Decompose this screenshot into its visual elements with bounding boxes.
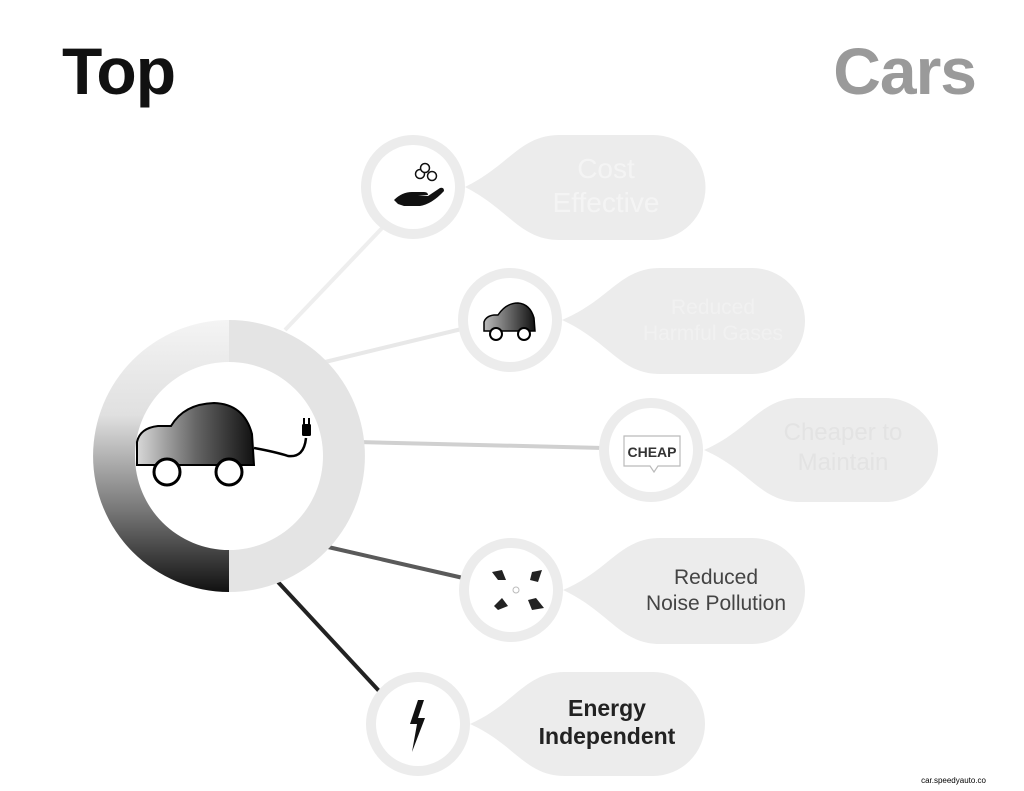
connector-energy [276, 580, 382, 694]
benefit-cost-effective-line-2: Effective [553, 187, 660, 218]
benefit-cost-effective: Cost Effective [361, 135, 706, 240]
footer-credit: car.speedyauto.co [921, 776, 986, 785]
benefit-energy-independent-line-2: Independent [539, 723, 676, 749]
hand-with-coins-icon [394, 162, 444, 206]
lightning-bolt-icon [410, 700, 425, 752]
benefit-reduced-harmful-gases-line-2: Harmful Gases [643, 322, 783, 345]
benefit-cost-effective-line-1: Cost [577, 153, 635, 184]
car-icon [483, 302, 536, 341]
electric-car-with-plug-icon [136, 401, 311, 487]
benefit-reduced-noise-pollution: Reduced Noise Pollution [459, 538, 805, 644]
benefit-reduced-noise-pollution-line-2: Noise Pollution [646, 592, 786, 615]
cheap-sign-text: CHEAP [627, 444, 676, 460]
megaphones-icon [492, 570, 544, 610]
connector-noise [327, 545, 473, 582]
connector-cheap [357, 440, 604, 450]
benefit-cheaper-to-maintain-line-1: Cheaper to [784, 419, 903, 446]
benefit-cheaper-to-maintain: CHEAP Cheaper to Maintain [599, 398, 938, 502]
benefit-reduced-harmful-gases-line-1: Reduced [671, 296, 755, 319]
connector-gases [324, 325, 471, 364]
page-title-left: Top [62, 34, 176, 108]
benefit-reduced-noise-pollution-line-1: Reduced [674, 566, 758, 589]
page-title-right: Cars [833, 34, 977, 108]
benefit-energy-independent: Energy Independent [366, 672, 705, 776]
benefit-energy-independent-line-1: Energy [568, 695, 646, 721]
connector-cost [283, 223, 387, 332]
benefit-reduced-harmful-gases: Reduced Harmful Gases [458, 268, 805, 374]
benefit-cheaper-to-maintain-line-2: Maintain [798, 449, 889, 476]
cheap-sign-icon: CHEAP [623, 435, 681, 474]
